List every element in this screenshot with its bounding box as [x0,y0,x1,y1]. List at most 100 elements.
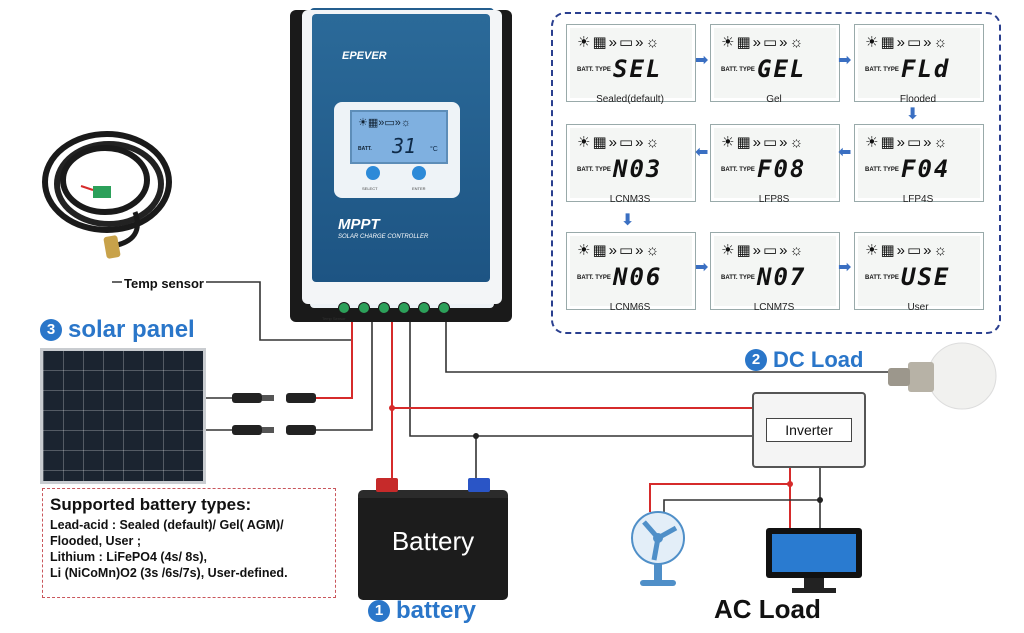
lcd-icons: ☀▦»▭»☼ [577,34,662,51]
battery-type-code: N07 [757,263,807,291]
battery-text: battery [396,597,477,624]
battery-type-code: FLd [901,55,951,83]
lcd-icons: ☀▦»▭»☼ [577,242,662,259]
battery-type-panel [551,12,1001,334]
mppt-subtitle: SOLAR CHARGE CONTROLLER [338,234,429,240]
lcd-icons: ☀▦»▭»☼ [577,134,662,151]
charge-controller: EPEVER ☀▦»▭»☼ BATT. 31 °C SELECT ENTER M… [290,8,512,322]
batt-type-label: BATT. TYPE [577,167,611,173]
temp-sensor-cable-image [42,131,172,259]
batt-type-label: BATT. TYPE [577,275,611,281]
arrow-right-icon: ➡ [838,52,852,69]
negative-terminal-icon [468,478,490,492]
supported-line-1: Lead-acid : Sealed (default)/ Gel( AGM)/ [50,518,284,532]
battery-box-label: Battery [391,526,475,556]
battery-label: 1 battery [368,597,476,625]
light-bulb-icon [888,342,997,410]
inverter: Inverter [752,392,866,468]
select-label: SELECT [362,186,378,191]
batt-type-label: BATT. TYPE [865,67,899,73]
temp-sensor-label: Temp sensor [122,276,206,291]
lcd-icons: ☀▦»▭»☼ [358,117,411,129]
batt-type-label: BATT. TYPE [865,167,899,173]
lcd-temp-unit: °C [430,146,438,153]
batt-type-label: BATT. TYPE [721,275,755,281]
temp-port-label: Temp Sensor [322,316,346,321]
supported-line-3: Lithium : LiFePO4 (4s/ 8s), [50,550,207,564]
battery-type-code: N03 [613,155,663,183]
terminal-block [330,296,480,316]
solar-panel-text: solar panel [68,316,195,343]
enter-label: ENTER [412,186,426,191]
arrow-right-icon: ➡ [695,52,709,69]
lcd-icons: ☀▦»▭»☼ [865,242,950,259]
battery-type-caption: LFP4S [902,194,934,205]
lcd-temperature: 31 [392,134,417,158]
battery-type-code: F04 [901,155,951,183]
battery-type-code: N06 [613,263,663,291]
arrow-left-icon: ⬅ [695,144,709,161]
supported-line-4: Li (NiCoMn)O2 (3s /6s/7s), User-defined. [50,566,288,580]
controller-lcd: ☀▦»▭»☼ BATT. 31 °C [350,110,448,164]
batt-type-label: BATT. TYPE [721,167,755,173]
arrow-down-icon: ⬇ [906,106,920,123]
arrow-right-icon: ➡ [838,259,852,276]
battery-type-caption: Gel [766,94,782,105]
battery-type-caption: User [907,302,929,313]
solar-panel-image [40,348,206,484]
supported-line-2: Flooded, User ; [50,534,141,548]
controller-faceplate: ☀▦»▭»☼ BATT. 31 °C SELECT ENTER [334,102,460,198]
solar-panel-number: 3 [40,319,62,341]
lcd-icons: ☀▦»▭»☼ [721,242,806,259]
battery-number: 1 [368,600,390,622]
battery-type-code: GEL [757,55,807,83]
battery-type-caption: LCNM7S [753,302,795,313]
battery-type-caption: LCNM3S [609,194,651,205]
select-button[interactable] [366,166,380,180]
arrow-down-icon: ⬇ [621,212,635,229]
battery-type-code: USE [901,263,951,291]
ac-load-label: AC Load [714,594,821,624]
lcd-icons: ☀▦»▭»☼ [865,34,950,51]
lcd-icons: ☀▦»▭»☼ [721,34,806,51]
battery-type-caption: LFP8S [758,194,790,205]
fan-icon [631,511,685,586]
batt-type-label: BATT. TYPE [865,275,899,281]
supported-battery-types: Supported battery types: Lead-acid : Sea… [42,488,336,598]
battery-type-caption: LCNM6S [609,302,651,313]
battery-type-code: SEL [613,55,663,83]
supported-heading: Supported battery types: [50,495,252,514]
battery-type-caption: Sealed(default) [596,94,664,105]
dc-load-text: DC Load [773,347,864,372]
arrow-right-icon: ➡ [695,259,709,276]
dc-load-label: 2 DC Load [745,347,863,373]
battery-type-caption: Flooded [899,94,937,105]
lcd-batt-label: BATT. [358,146,372,152]
positive-terminal-icon [376,478,398,492]
tv-monitor-icon [766,528,862,593]
battery-image: Battery [358,478,508,600]
lcd-icons: ☀▦»▭»☼ [865,134,950,151]
inverter-label: Inverter [766,418,852,442]
enter-button[interactable] [412,166,426,180]
battery-type-code: F08 [757,155,807,183]
solar-panel-label: 3 solar panel [40,316,195,344]
brand-logo: EPEVER [342,50,387,62]
lcd-icons: ☀▦»▭»☼ [721,134,806,151]
mc4-connectors [232,393,316,435]
dc-load-number: 2 [745,349,767,371]
batt-type-label: BATT. TYPE [721,67,755,73]
mppt-title: MPPT [338,216,380,233]
batt-type-label: BATT. TYPE [577,67,611,73]
arrow-left-icon: ⬅ [838,144,852,161]
